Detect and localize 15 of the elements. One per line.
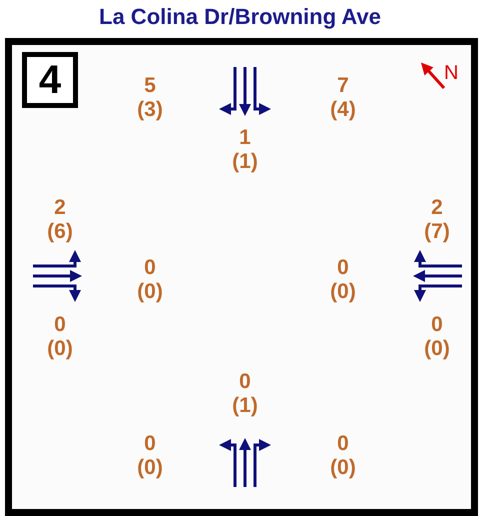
traffic-count: 0 (0) [329, 256, 357, 304]
traffic-count: 0 (0) [423, 313, 451, 361]
traffic-count: 2 (6) [46, 196, 74, 244]
traffic-count: 0 (0) [136, 256, 164, 304]
traffic-count: 0 (1) [231, 370, 259, 418]
traffic-count: 2 (7) [423, 196, 451, 244]
traffic-count: 0 (0) [329, 432, 357, 480]
traffic-count: 0 (0) [136, 432, 164, 480]
traffic-count: 0 (0) [46, 313, 74, 361]
north-label: N [444, 62, 458, 85]
intersection-number: 4 [22, 52, 78, 108]
intersection-title: La Colina Dr/Browning Ave [98, 4, 382, 30]
traffic-count: 1 (1) [231, 126, 259, 174]
traffic-count: 7 (4) [329, 74, 357, 122]
traffic-count: 5 (3) [136, 74, 164, 122]
